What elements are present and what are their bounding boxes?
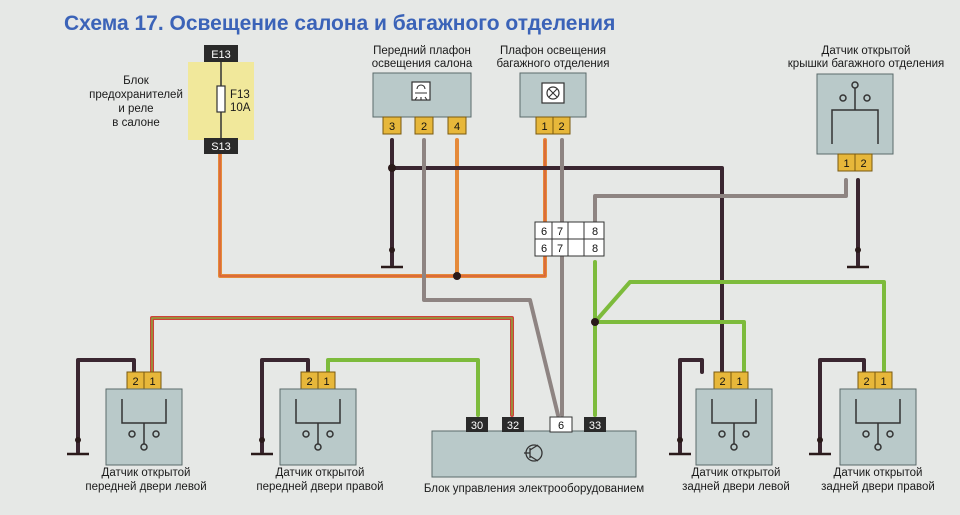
junction-pin-bottom: 8 [592, 243, 598, 255]
fuse-block-label-line1: Блок [123, 75, 150, 87]
junction-pin-bottom: 6 [541, 243, 547, 255]
door-sensor-pin: 2 [306, 376, 312, 388]
ground-icon [251, 437, 273, 456]
door-sensor-label-line1: Датчик открытой [692, 467, 781, 479]
door-sensor-label-line1: Датчик открытой [102, 467, 191, 479]
front-lamp-pin: 4 [454, 121, 460, 133]
fuse-label-line2: 10A [230, 102, 251, 114]
door-sensor-label-line2: задней двери левой [682, 481, 790, 493]
door-sensor-pin: 2 [863, 376, 869, 388]
trunk-lid-sensor: Датчик открытой крышки багажного отделен… [788, 45, 944, 172]
junction-pin-top: 8 [592, 226, 598, 238]
ground-icon [381, 247, 403, 269]
control-unit-pin: 32 [507, 420, 519, 432]
door-sensor-front-left: 2 1 Датчик открытой передней двери левой [85, 371, 207, 493]
control-unit-label: Блок управления электрооборудованием [424, 483, 644, 495]
wire-junction-dots [388, 164, 599, 326]
door-sensor-pin: 1 [323, 376, 329, 388]
wire-black-bus [390, 166, 724, 374]
wire-green-front-right [326, 358, 480, 417]
trunk-lamp: Плафон освещения багажного отделения 1 2 [497, 45, 610, 135]
door-sensor-label-line2: передней двери левой [85, 481, 206, 493]
front-lamp-label-line2: освещения салона [372, 58, 473, 70]
wire-fuse-to-trunk-lamp [218, 138, 547, 278]
trunk-lamp-pin: 1 [541, 121, 547, 133]
trunk-lamp-label-line1: Плафон освещения [500, 45, 606, 57]
fuse-connector-bottom: S13 [211, 141, 231, 153]
door-sensor-label-line1: Датчик открытой [834, 467, 923, 479]
trunk-sensor-label-line1: Датчик открытой [822, 45, 911, 57]
front-lamp: Передний плафон освещения салона 3 2 4 [372, 45, 473, 135]
lamp-icon [411, 81, 431, 101]
front-lamp-pin: 3 [389, 121, 395, 133]
control-unit-pin: 33 [589, 420, 601, 432]
junction-pin-bottom: 7 [557, 243, 563, 255]
trunk-sensor-label-line2: крышки багажного отделения [788, 58, 944, 70]
front-lamp-pin: 2 [421, 121, 427, 133]
control-unit: 30 32 6 33 Блок управления электрооборуд… [424, 416, 644, 495]
door-sensor-label-line2: передней двери правой [256, 481, 383, 493]
switch-icon [831, 81, 879, 144]
door-sensor-label-line2: задней двери правой [821, 481, 935, 493]
trunk-lamp-label-line2: багажного отделения [497, 58, 610, 70]
ground-icon [67, 437, 89, 456]
switch-icon [121, 399, 167, 451]
control-unit-pin: 30 [471, 420, 483, 432]
fuse-connector-top: E13 [211, 49, 231, 61]
door-sensor-pin: 2 [132, 376, 138, 388]
wire-green-rear-right [593, 280, 886, 374]
control-unit-pin: 6 [558, 420, 564, 432]
door-sensor-rear-left: 2 1 Датчик открытой задней двери левой [682, 371, 790, 493]
trunk-lamp-pin: 2 [558, 121, 564, 133]
ground-icon [669, 437, 691, 456]
door-sensor-front-right: 2 1 Датчик открытой передней двери право… [256, 371, 384, 493]
fuse-label-line1: F13 [230, 89, 250, 101]
door-sensor-pin: 1 [880, 376, 886, 388]
trunk-sensor-pin: 1 [843, 158, 849, 170]
door-sensor-pin: 2 [719, 376, 725, 388]
door-sensor-pin: 1 [736, 376, 742, 388]
wire-rr-ground [818, 358, 866, 454]
switch-icon [711, 399, 757, 451]
front-lamp-label-line1: Передний плафон [373, 45, 471, 57]
fuse-block: E13 S13 F13 10A Блок предохранителей и р… [89, 45, 254, 154]
fuse-icon [216, 85, 226, 113]
junction-connector: 6 7 8 6 7 8 [534, 221, 605, 257]
diagram-title: Схема 17. Освещение салона и багажного о… [64, 12, 615, 35]
wires [76, 138, 886, 454]
ground-icon [847, 247, 869, 269]
wire-fr-ground [260, 358, 310, 454]
bulb-icon [541, 82, 565, 104]
wire-green-rear-left [593, 320, 746, 374]
switch-icon [855, 399, 901, 451]
door-sensor-pin: 1 [149, 376, 155, 388]
wire-fl-ground [76, 358, 136, 454]
ground-symbols [67, 247, 869, 456]
wire-rl-ground [678, 358, 704, 454]
fuse-block-label-line4: в салоне [112, 117, 159, 129]
door-sensor-label-line1: Датчик открытой [276, 467, 365, 479]
door-sensor-rear-right: 2 1 Датчик открытой задней двери правой [821, 371, 935, 493]
junction-pin-top: 7 [557, 226, 563, 238]
wire-front-lamp-to-unit [422, 138, 560, 417]
switch-icon [295, 399, 341, 451]
fuse-block-label-line3: и реле [118, 103, 153, 115]
fuse-block-label-line2: предохранителей [89, 89, 183, 101]
ground-icon [809, 437, 831, 456]
transistor-icon [524, 444, 543, 462]
junction-pin-top: 6 [541, 226, 547, 238]
wire-trunk-sensor-gray [593, 178, 848, 227]
trunk-sensor-pin: 2 [860, 158, 866, 170]
